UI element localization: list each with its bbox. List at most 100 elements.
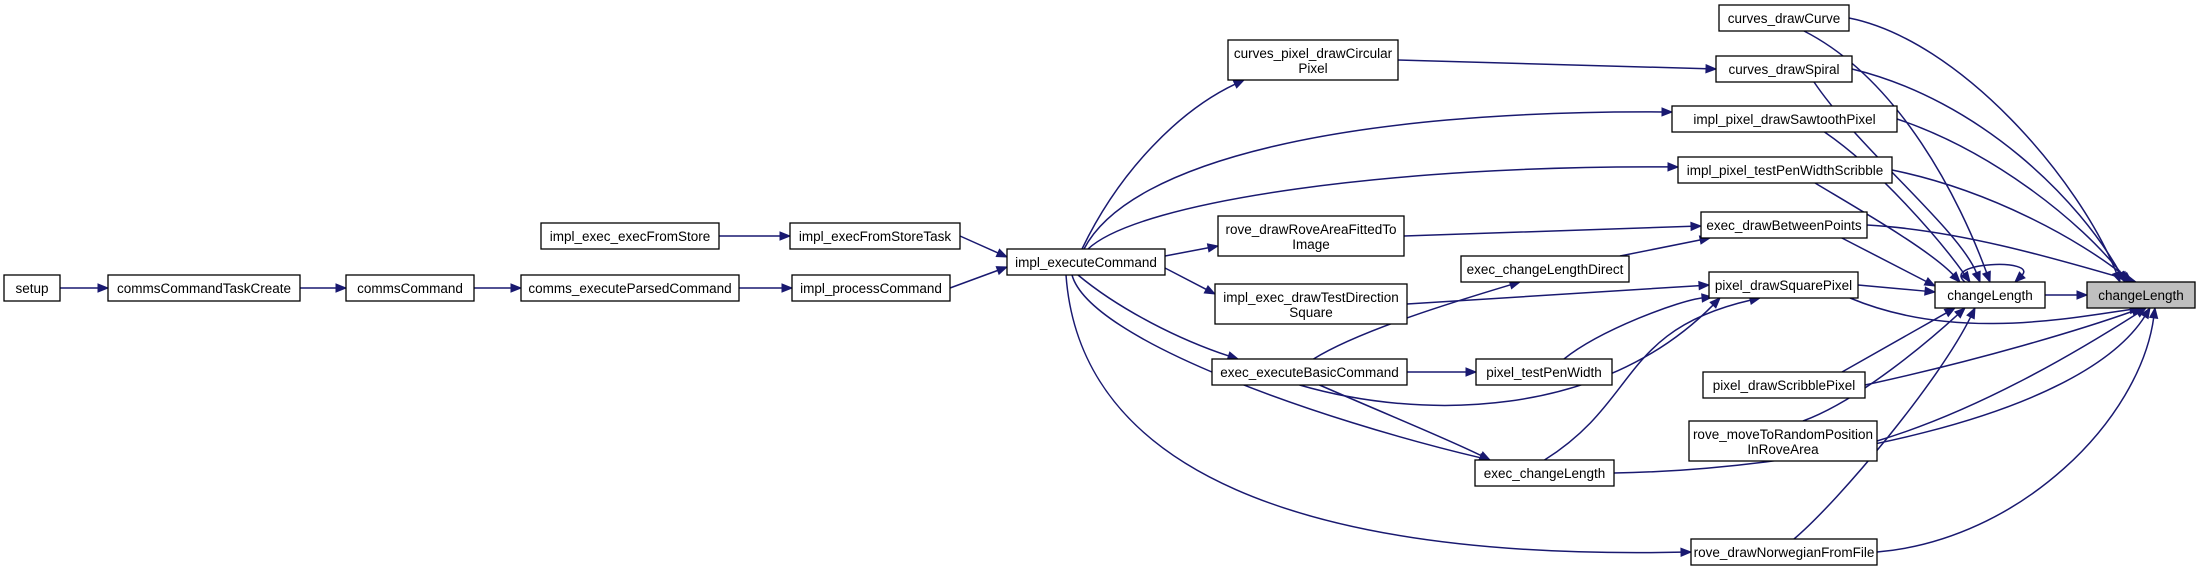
node-box[interactable] [1474, 459, 1615, 487]
node-box[interactable] [1460, 255, 1630, 283]
node-changelength-caller[interactable]: changeLength [1934, 281, 2046, 309]
call-edge-line [1814, 182, 1955, 276]
node-impl-processcommand[interactable]: impl_processCommand [791, 274, 951, 302]
node-label: exec_executeBasicCommand [1220, 365, 1399, 380]
call-edge-arrowhead [1698, 280, 1711, 291]
node-box[interactable] [1718, 4, 1850, 32]
call-edge-line [1065, 274, 1683, 554]
call-edge-arrowhead [2140, 306, 2151, 320]
call-edge-arrowhead [2014, 271, 2026, 283]
node-pixel-drawsquarepixel[interactable]: pixel_drawSquarePixel [1708, 271, 1859, 299]
call-edge-arrowhead [2148, 306, 2159, 320]
call-edge [1896, 118, 2129, 284]
call-edge [1837, 235, 1937, 287]
node-box[interactable] [1475, 358, 1613, 386]
node-box[interactable] [520, 274, 740, 302]
node-exec-changelengthdirect[interactable]: exec_changeLengthDirect [1460, 255, 1630, 283]
node-label: curves_drawCurve [1728, 11, 1841, 26]
call-edge [1164, 243, 1220, 257]
node-pixel-drawscribblepixel[interactable]: pixel_drawScribblePixel [1702, 371, 1866, 399]
node-exec-drawbetweenpoints[interactable]: exec_drawBetweenPoints [1700, 211, 1868, 239]
call-edge [1814, 182, 1961, 283]
node-box[interactable] [3, 274, 61, 302]
node-exec-executebasiccommand[interactable]: exec_executeBasicCommand [1211, 358, 1408, 386]
call-edge-arrowhead [1943, 307, 1957, 318]
call-edge [1563, 293, 1714, 360]
node-box[interactable] [1006, 248, 1166, 276]
node-impl-executecommand[interactable]: impl_executeCommand [1006, 248, 1166, 276]
node-impl-exec-execfromstore[interactable]: impl_exec_execFromStore [540, 222, 720, 250]
node-label: impl_execFromStoreTask [799, 229, 952, 244]
call-edge [1841, 307, 1957, 373]
node-curves-drawspiral[interactable]: curves_drawSpiral [1715, 55, 1853, 83]
call-edge-line [1851, 68, 2122, 275]
call-edge-arrowhead [995, 248, 1009, 258]
call-edge-arrowhead [1924, 286, 1937, 296]
call-edge-arrowhead [995, 266, 1009, 276]
node-impl-execfromstoretask[interactable]: impl_execFromStoreTask [789, 222, 961, 250]
node-box[interactable] [107, 274, 301, 302]
call-edge-arrowhead [1971, 270, 1981, 284]
call-edge [474, 283, 523, 293]
node-box[interactable] [1690, 538, 1878, 566]
node-box[interactable] [1677, 156, 1893, 184]
call-edge-arrowhead [2076, 290, 2089, 300]
node-comms-executeparsedcommand[interactable]: comms_executeParsedCommand [520, 274, 740, 302]
node-label: exec_changeLength [1484, 466, 1606, 481]
node-box[interactable] [1211, 358, 1408, 386]
node-label: exec_drawBetweenPoints [1706, 218, 1862, 233]
call-edge-arrowhead [1949, 271, 1961, 283]
call-edge-line [1397, 59, 1708, 70]
call-edge-line [1313, 283, 1512, 360]
call-edge-line [1802, 313, 1959, 422]
call-edge [739, 283, 794, 293]
call-edge-line [1544, 299, 1752, 461]
node-box[interactable] [2086, 281, 2196, 309]
call-edge [719, 231, 792, 241]
node-box[interactable] [345, 274, 475, 302]
call-edge [959, 235, 1009, 258]
node-box[interactable] [791, 274, 951, 302]
node-commscommandtaskcreate[interactable]: commsCommandTaskCreate [107, 274, 301, 302]
call-edge [949, 266, 1009, 289]
call-edge-arrowhead [2134, 307, 2148, 318]
node-label: commsCommandTaskCreate [117, 281, 291, 296]
call-edge-line [1319, 384, 1483, 457]
node-box[interactable] [540, 222, 720, 250]
call-edge [1864, 307, 2144, 386]
node-box[interactable] [1708, 271, 1859, 299]
node-impl-pixel-drawsawtoothpixel[interactable]: impl_pixel_drawSawtoothPixel [1671, 105, 1898, 133]
node-rove-drawnorwegianfromfile[interactable]: rove_drawNorwegianFromFile [1690, 538, 1878, 566]
call-edge-arrowhead [1954, 307, 1966, 319]
node-box[interactable] [1702, 371, 1866, 399]
node-changelength[interactable]: changeLength [2086, 281, 2196, 309]
node-box[interactable] [789, 222, 961, 250]
node-box[interactable] [1715, 55, 1853, 83]
node-box[interactable] [1671, 105, 1898, 133]
node-pixel-testpenwidth[interactable]: pixel_testPenWidth [1475, 358, 1613, 386]
node-impl-pixel-testpenwidthscribble[interactable]: impl_pixel_testPenWidthScribble [1677, 156, 1893, 184]
node-label: impl_pixel_testPenWidthScribble [1687, 163, 1884, 178]
node-box[interactable] [1227, 39, 1399, 81]
node-curves-drawcurve[interactable]: curves_drawCurve [1718, 4, 1850, 32]
node-box[interactable] [1688, 420, 1878, 462]
call-edge [300, 283, 348, 293]
call-edge-line [1866, 224, 2128, 281]
node-commscommand[interactable]: commsCommand [345, 274, 475, 302]
call-edge-arrowhead [335, 283, 348, 293]
node-setup[interactable]: setup [3, 274, 61, 302]
call-edge-arrowhead [1923, 276, 1937, 287]
node-box[interactable] [1934, 281, 2046, 309]
node-label: pixel_drawScribblePixel [1713, 378, 1856, 393]
node-box[interactable] [1217, 215, 1405, 257]
node-box[interactable] [1700, 211, 1868, 239]
node-exec-changelength[interactable]: exec_changeLength [1474, 459, 1615, 487]
node-box[interactable] [1214, 283, 1408, 325]
call-edge [1083, 107, 1674, 250]
call-edge-line [1960, 263, 2025, 283]
call-edge [1087, 162, 1680, 250]
